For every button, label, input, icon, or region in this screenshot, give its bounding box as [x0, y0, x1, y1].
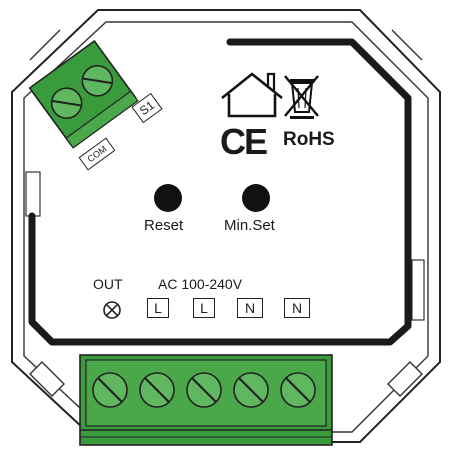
screw-terminal-out	[92, 372, 128, 408]
light-guide-strip	[28, 38, 412, 346]
terminal-label-l2: L	[193, 298, 215, 318]
lamp-output-icon	[103, 301, 121, 319]
out-label: OUT	[93, 276, 123, 292]
bottom-terminal-block	[79, 354, 333, 446]
ac-voltage-label: AC 100-240V	[158, 276, 243, 292]
inner-panel-outline	[23, 21, 429, 433]
clip-top-left	[29, 29, 61, 61]
reset-button[interactable]	[154, 184, 182, 212]
clip-bottom-left	[29, 361, 65, 397]
terminal-label-n2: N	[284, 298, 310, 318]
terminal-label-l1: L	[147, 298, 169, 318]
screw-terminal-n1	[233, 372, 269, 408]
side-slot-right	[411, 259, 425, 321]
reset-label: Reset	[144, 217, 184, 234]
minset-label: Min.Set	[224, 217, 275, 234]
terminal-label-n1: N	[237, 298, 263, 318]
minset-button[interactable]	[242, 184, 270, 212]
crossed-bin-icon	[284, 75, 319, 119]
side-slot-left	[25, 171, 41, 217]
screw-terminal-l1	[139, 372, 175, 408]
top-terminal-block	[28, 39, 139, 149]
ce-mark: CE	[220, 121, 268, 162]
housing-outline	[11, 9, 441, 443]
rohs-mark: RoHS	[283, 129, 335, 150]
clip-bottom-right	[387, 361, 423, 397]
screw-terminal-l2	[186, 372, 222, 408]
house-indoor-icon	[221, 72, 283, 118]
screw-terminal-n2	[280, 372, 316, 408]
clip-top-right	[391, 29, 423, 61]
